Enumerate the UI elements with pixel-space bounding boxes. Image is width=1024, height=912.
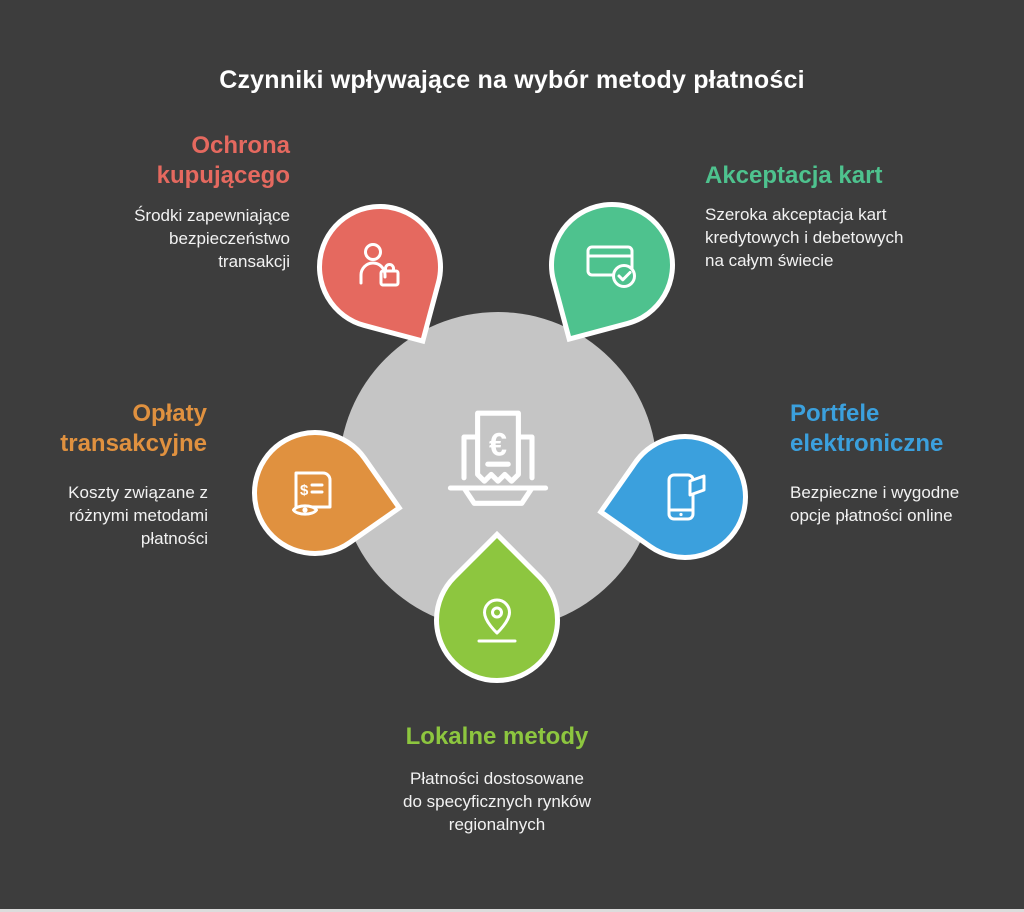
factor-description-card-acceptance: Szeroka akceptacja kart kredytowych i de… [705,205,904,270]
factor-label-e-wallets: Portfele elektroniczne [790,400,944,457]
factor-label-transaction-fees: Opłaty transakcyjne [60,400,207,457]
factor-pin-transaction-fees: $ [227,405,403,581]
card-acceptance-icon [586,245,636,288]
factor-pin-e-wallets [597,409,773,585]
person-head [364,243,382,261]
wallet-card-flap [688,474,706,497]
receipt-lines [310,483,324,494]
buyer-protection-icon [359,243,400,287]
check-circle [612,264,636,288]
laptop-receipt-euro-icon: € [447,410,549,506]
bag-handle [384,263,395,273]
factor-description-transaction-fees: Koszty związane z różnymi metodami płatn… [68,483,208,548]
shopping-bag [379,269,400,287]
check-mark [617,271,632,282]
e-wallet-icon [667,473,706,521]
laptop-base-hull [461,485,535,506]
pin-center-dot [491,606,503,619]
eye-pupil [302,507,308,513]
smartphone [667,473,695,521]
transaction-fees-icon: $ [292,471,332,516]
phone-home-button [679,512,683,517]
page-title: Czynniki wpływające na wybór metody płat… [219,66,805,94]
receipt-shape [294,471,332,509]
euro-symbol: € [489,427,507,463]
factor-label-buyer-protection: Ochrona kupującego [156,132,290,189]
location-pin-icon [477,598,517,643]
map-pin [483,598,511,635]
factor-pin-card-acceptance [534,187,690,343]
factor-pin-local-methods [407,530,587,710]
credit-card [586,245,634,277]
bottom-edge [0,909,1024,912]
factor-label-local-methods: Lokalne metody [405,723,589,750]
dollar-symbol: $ [300,482,309,499]
factor-label-card-acceptance: Akceptacja kart [705,162,883,189]
factor-pin-buyer-protection [302,189,458,345]
factor-description-local-methods: Płatności dostosowane do specyficznych r… [402,769,592,834]
factor-description-buyer-protection: Środki zapewniające bezpieczeństwo trans… [134,206,290,271]
factor-description-e-wallets: Bezpieczne i wygodne opcje płatności onl… [790,483,960,525]
laptop-screen [461,434,535,481]
